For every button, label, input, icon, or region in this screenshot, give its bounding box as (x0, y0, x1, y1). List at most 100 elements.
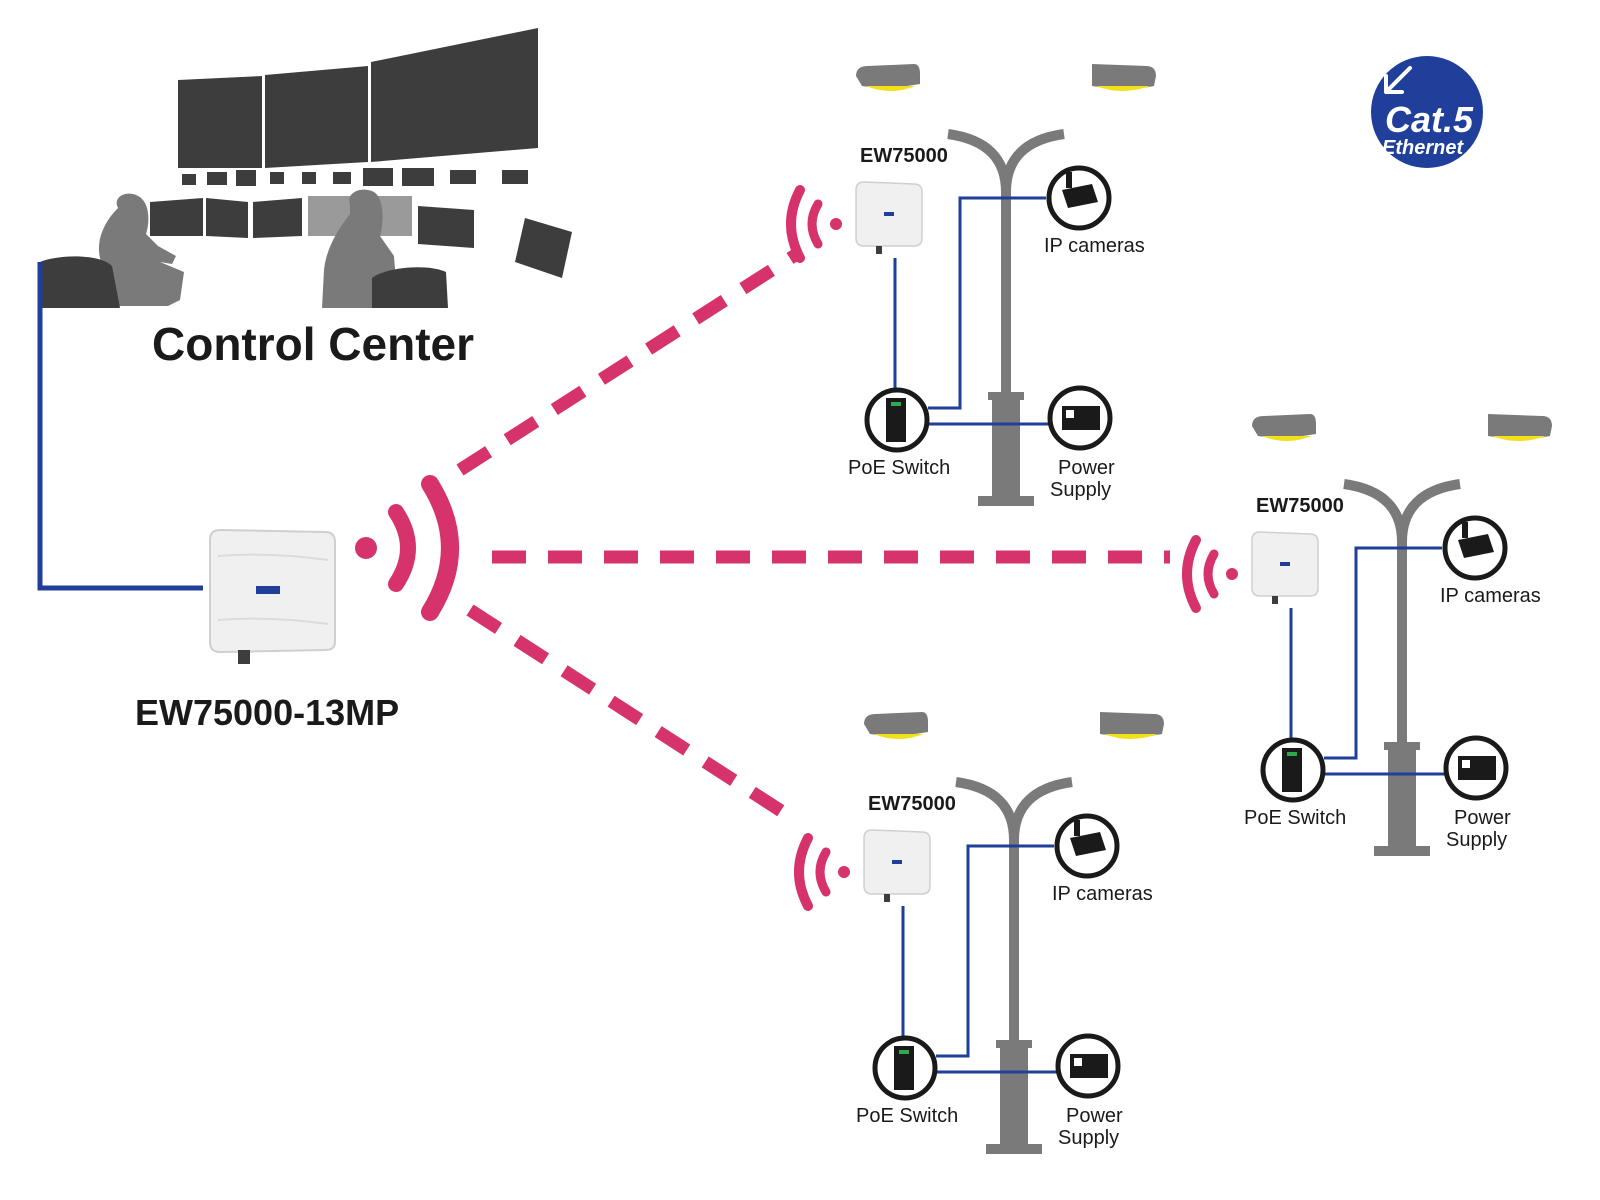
small-monitor (363, 168, 393, 186)
access-point-connector (884, 894, 890, 902)
badge-title: Cat.5 (1385, 99, 1474, 140)
small-monitor (302, 172, 316, 184)
desk-monitor (515, 218, 572, 278)
video-wall-panel (265, 66, 368, 168)
switch-led (1287, 752, 1297, 756)
pole-shaft (1009, 830, 1019, 1130)
camera-mount (1462, 522, 1468, 538)
power-label: Supply (1050, 479, 1111, 501)
pole-collar (988, 392, 1024, 400)
power-label: Supply (1446, 829, 1507, 851)
lamp-head-left (1252, 414, 1316, 438)
wifi-arc (794, 833, 813, 911)
pole-base (992, 398, 1020, 498)
pole-foot (1374, 846, 1430, 856)
pole-base (1000, 1046, 1028, 1146)
operator-silhouette (98, 193, 184, 306)
switch-label: PoE Switch (1244, 807, 1346, 829)
lamp-head-left (864, 712, 928, 736)
badge-subtitle: Ethernet (1382, 137, 1464, 159)
power-label-plate (1074, 1058, 1082, 1066)
power-label: Power (1454, 807, 1511, 829)
ip-camera-icon (1046, 165, 1112, 231)
lamp-head-left (856, 64, 920, 88)
device-label: EW75000 (1256, 495, 1344, 517)
power-label: Supply (1058, 1127, 1119, 1149)
switch-label: PoE Switch (856, 1105, 958, 1127)
power-label: Power (1058, 457, 1115, 479)
switch-body (894, 1046, 914, 1090)
wifi-arc (807, 199, 823, 249)
wifi-icon (1182, 535, 1238, 613)
desk-monitor (206, 198, 248, 238)
camera-mount (1074, 820, 1080, 836)
lamp-head-right (1092, 64, 1156, 89)
wifi-icon (794, 833, 850, 911)
switch-body (886, 398, 906, 442)
access-point-logo (1280, 562, 1290, 566)
switch-label: PoE Switch (848, 457, 950, 479)
small-monitor (502, 170, 528, 184)
camera-body (1458, 534, 1494, 558)
access-point-logo (892, 860, 902, 864)
device-label: EW75000 (860, 145, 948, 167)
lamp-light-right (1104, 734, 1158, 739)
switch-led (891, 402, 901, 406)
poe-switch-icon (872, 1035, 938, 1101)
wifi-arc (1182, 535, 1201, 613)
pole-foot (978, 496, 1034, 506)
video-wall-panel (371, 28, 538, 162)
control-center-label: Control Center (152, 318, 474, 370)
chair (372, 267, 448, 308)
arrow-icon (1384, 66, 1412, 94)
lamp-light-right (1096, 86, 1150, 91)
lamp-light-left (1262, 436, 1312, 441)
power-label: Power (1066, 1105, 1123, 1127)
pole-shaft (1397, 532, 1407, 832)
camera-label: IP cameras (1044, 235, 1145, 257)
ethernet-cable (37, 262, 203, 591)
camera-label: IP cameras (1052, 883, 1153, 905)
lamp-light-right (1492, 436, 1546, 441)
pole-foot (986, 1144, 1042, 1154)
main-wireless-icon (355, 475, 459, 621)
chair (40, 256, 120, 308)
main-device-label: EW75000-13MP (135, 692, 399, 733)
video-wall-panel (178, 76, 262, 168)
power-label-plate (1462, 760, 1470, 768)
pole-collar (1384, 742, 1420, 750)
access-point-logo (884, 212, 894, 216)
small-monitor (270, 172, 284, 184)
lamp-head-right (1488, 414, 1552, 439)
ethernet-cable (936, 844, 1054, 1058)
wifi-arc (815, 847, 831, 897)
small-monitor (182, 174, 196, 185)
power-supply-icon (1047, 385, 1113, 451)
control-center-illustration (40, 28, 572, 308)
ip-camera-icon (1054, 813, 1120, 879)
wireless-link (456, 246, 804, 476)
lamp-light-left (874, 734, 924, 739)
access-point-connector (1272, 596, 1278, 604)
wifi-arc (786, 185, 805, 263)
power-supply-icon (1443, 735, 1509, 801)
desk-monitor (150, 198, 203, 236)
camera-body (1062, 184, 1098, 208)
camera-mount (1066, 172, 1072, 188)
desk-monitor (253, 198, 302, 238)
poe-switch-icon (864, 387, 930, 453)
power-supply-icon (1055, 1033, 1121, 1099)
wifi-dot (838, 866, 850, 878)
small-monitor (333, 172, 351, 184)
ethernet-cable (928, 196, 1046, 410)
switch-body (1282, 748, 1302, 792)
main-access-point (209, 528, 336, 664)
wireless-link (466, 604, 796, 824)
switch-led (899, 1050, 909, 1054)
device-label: EW75000 (868, 793, 956, 815)
ethernet-cable (1324, 546, 1442, 760)
small-monitor (207, 172, 227, 185)
